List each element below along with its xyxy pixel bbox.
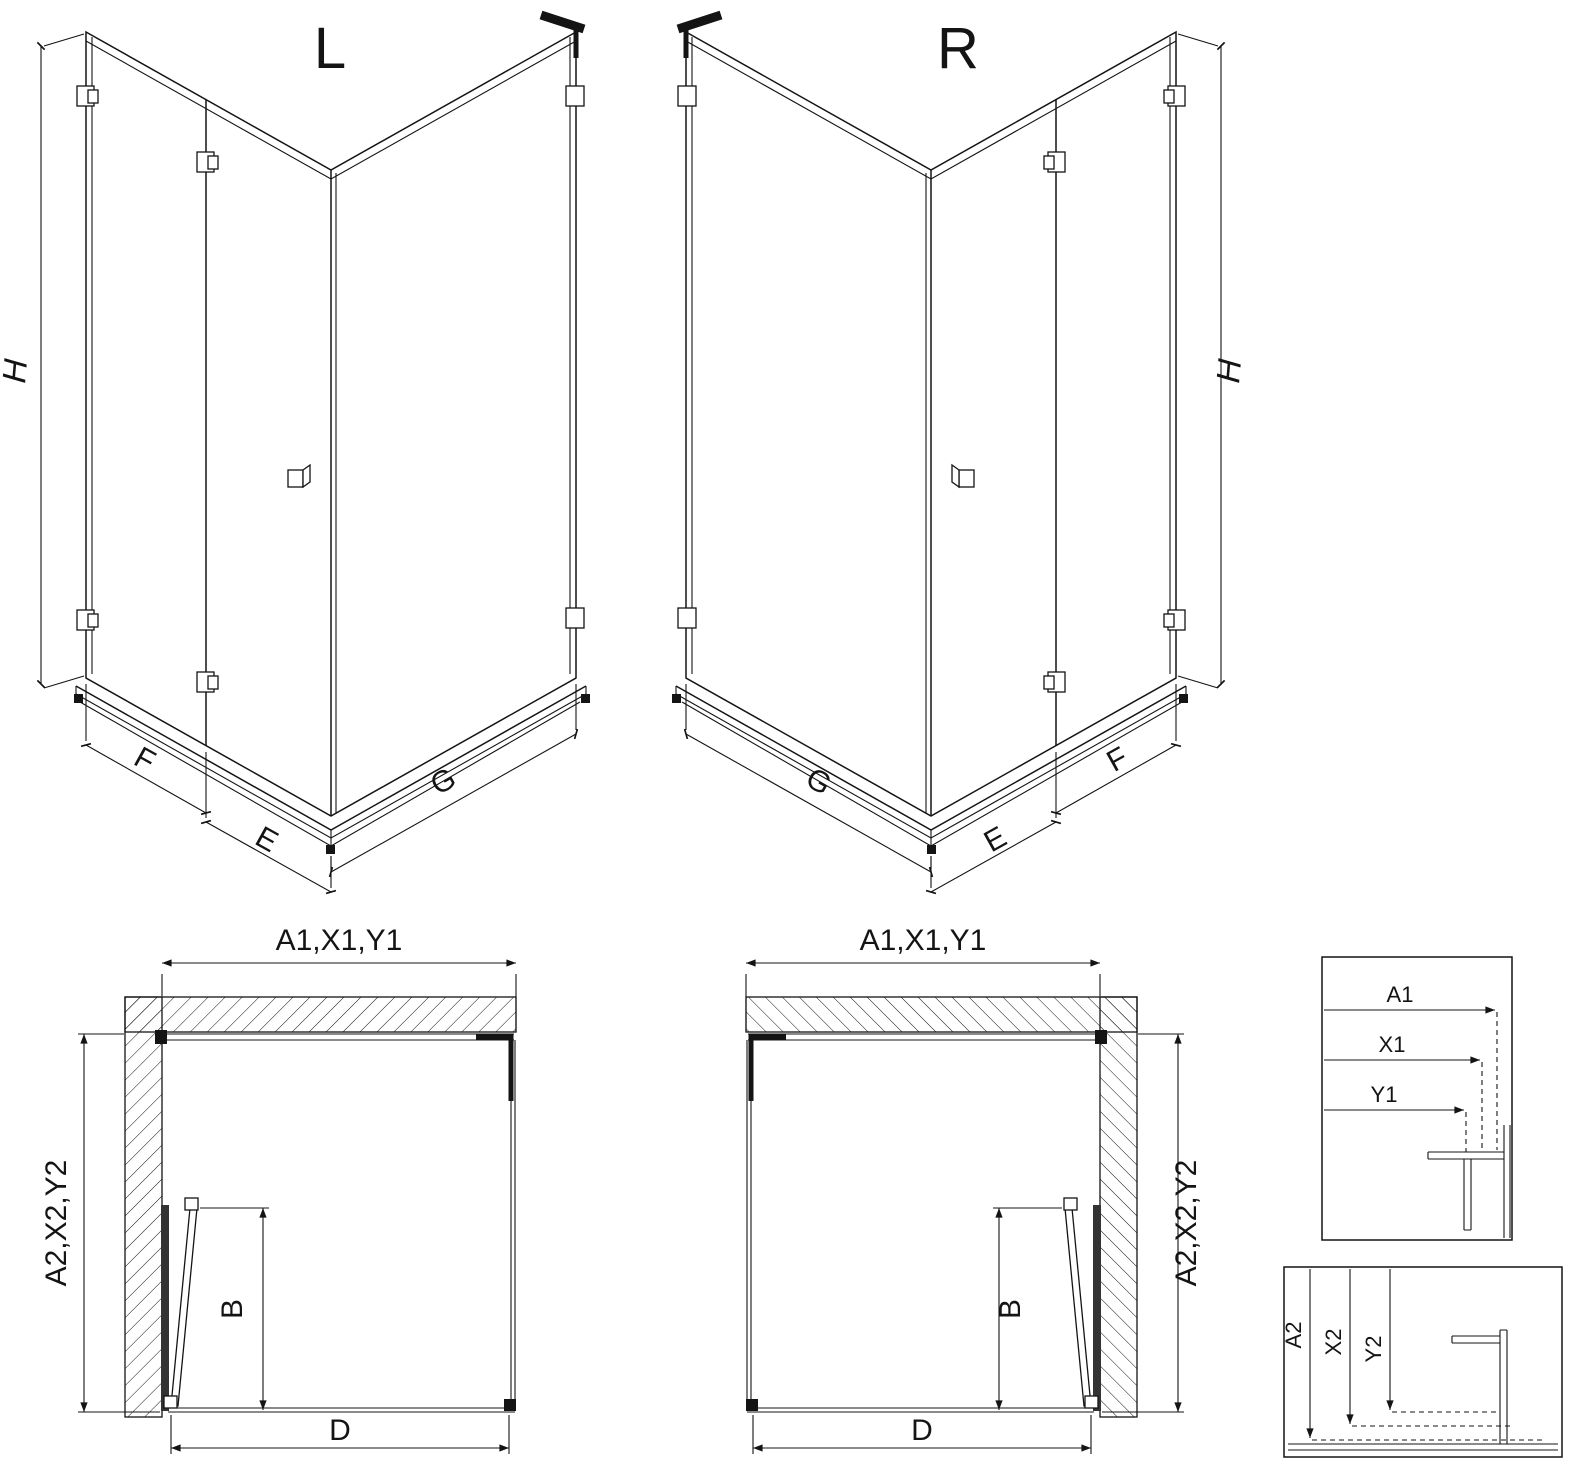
iso-left-dim-e-label: E <box>250 820 284 859</box>
iso-left-dim-f-label: F <box>129 741 161 779</box>
detail-v-frame <box>1283 1266 1563 1458</box>
detail-h-glass-section <box>1427 1151 1504 1160</box>
detail-v-wall-section <box>1288 1443 1558 1451</box>
plan-right-dim-top-label: A1,X1,Y1 <box>860 924 987 957</box>
detail-h-label-a1: A1 <box>1387 982 1414 1007</box>
iso-left-title: L <box>314 16 346 81</box>
iso-right-geometry <box>672 15 1221 892</box>
detail-h-label-x1: X1 <box>1379 1032 1406 1057</box>
detail-h-profile-section <box>1463 1159 1472 1231</box>
plan-right-geometry <box>746 963 1184 1454</box>
detail-h-label-y1: Y1 <box>1371 1082 1398 1107</box>
iso-right-dim-e-label: E <box>979 820 1013 859</box>
plan-left-dim-width-label: D <box>329 1414 351 1447</box>
detail-v-glass-section <box>1499 1329 1508 1444</box>
plan-right-dim-side-label: A2,X2,Y2 <box>1170 1160 1203 1287</box>
detail-v-label-y2: Y2 <box>1361 1336 1386 1363</box>
detail-v-label-a2: A2 <box>1281 1322 1306 1349</box>
detail-v-reference-dashes <box>1312 1411 1545 1441</box>
plan-left-dim-door-label: B <box>216 1299 249 1319</box>
plan-right-dim-door-label: B <box>994 1299 1027 1319</box>
detail-v-label-x2: X2 <box>1321 1329 1346 1356</box>
iso-left-geometry <box>41 15 590 892</box>
iso-left-dim-h-label: H <box>0 357 34 384</box>
detail-h-reference-dashes <box>1465 1012 1498 1152</box>
plan-left-geometry <box>78 963 516 1454</box>
iso-right-dim-h-label: H <box>1209 357 1248 384</box>
detail-h-frame <box>1321 956 1513 1241</box>
detail-h-wall-section <box>1503 1125 1511 1238</box>
plan-right-dim-width-label: D <box>911 1414 933 1447</box>
detail-v-profile-section <box>1451 1335 1500 1344</box>
iso-right-dim-f-label: F <box>1101 741 1133 779</box>
plan-left-dim-top-label: A1,X1,Y1 <box>276 924 403 957</box>
detail-horizontal-offsets: A1 X1 Y1 <box>1321 956 1513 1241</box>
iso-right-title: R <box>937 16 979 81</box>
plan-left-dim-side-label: A2,X2,Y2 <box>40 1160 73 1287</box>
detail-vertical-offsets: A2 X2 Y2 <box>1281 1266 1563 1458</box>
